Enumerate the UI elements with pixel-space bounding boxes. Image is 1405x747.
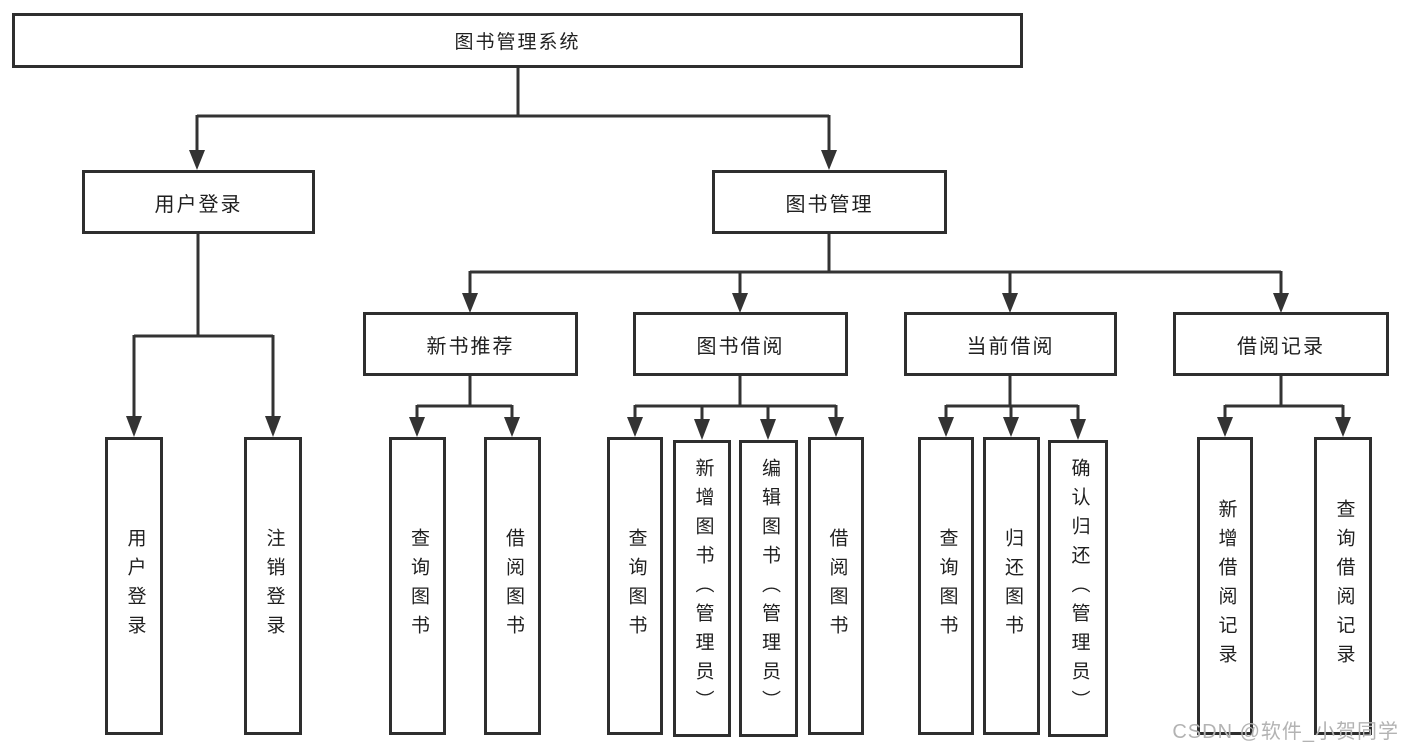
leaf-borrow-add-books-admin: 新增图书（管理员） bbox=[673, 440, 731, 737]
leaf-label: 用户登录 bbox=[124, 528, 146, 644]
leaf-label: 查询图书 bbox=[407, 528, 429, 644]
leaf-label: 借阅图书 bbox=[826, 528, 848, 644]
leaf-current-confirm-return-admin: 确认归还（管理员） bbox=[1048, 440, 1108, 737]
node-borrow-records: 借阅记录 bbox=[1173, 312, 1389, 376]
leaf-label: 新增借阅记录 bbox=[1215, 499, 1237, 673]
leaf-records-add-record: 新增借阅记录 bbox=[1197, 437, 1253, 735]
leaf-current-query-books: 查询图书 bbox=[918, 437, 974, 735]
leaf-current-return-books: 归还图书 bbox=[983, 437, 1040, 735]
leaf-label: 编辑图书（管理员） bbox=[758, 458, 780, 719]
leaf-label: 查询借阅记录 bbox=[1333, 499, 1355, 673]
leaf-newbook-borrow-books: 借阅图书 bbox=[484, 437, 541, 735]
leaf-newbook-query-books: 查询图书 bbox=[389, 437, 446, 735]
node-book-management: 图书管理 bbox=[712, 170, 947, 234]
leaf-logout: 注销登录 bbox=[244, 437, 302, 735]
node-current-borrowing: 当前借阅 bbox=[904, 312, 1117, 376]
leaf-label: 新增图书（管理员） bbox=[692, 458, 714, 719]
leaf-user-login: 用户登录 bbox=[105, 437, 163, 735]
node-user-login: 用户登录 bbox=[82, 170, 315, 234]
node-new-book-recommend: 新书推荐 bbox=[363, 312, 578, 376]
leaf-label: 确认归还（管理员） bbox=[1068, 458, 1090, 719]
node-book-borrowing: 图书借阅 bbox=[633, 312, 848, 376]
leaf-label: 借阅图书 bbox=[502, 528, 524, 644]
leaf-label: 归还图书 bbox=[1001, 528, 1023, 644]
leaf-borrow-query-books: 查询图书 bbox=[607, 437, 663, 735]
leaf-records-query-record: 查询借阅记录 bbox=[1314, 437, 1372, 735]
node-root: 图书管理系统 bbox=[12, 13, 1023, 68]
leaf-label: 注销登录 bbox=[263, 528, 285, 644]
csdn-watermark: CSDN @软件_小贺同学 bbox=[1172, 721, 1399, 743]
leaf-borrow-borrow-books: 借阅图书 bbox=[808, 437, 864, 735]
leaf-borrow-edit-books-admin: 编辑图书（管理员） bbox=[739, 440, 798, 737]
leaf-label: 查询图书 bbox=[936, 528, 958, 644]
leaf-label: 查询图书 bbox=[625, 528, 647, 644]
